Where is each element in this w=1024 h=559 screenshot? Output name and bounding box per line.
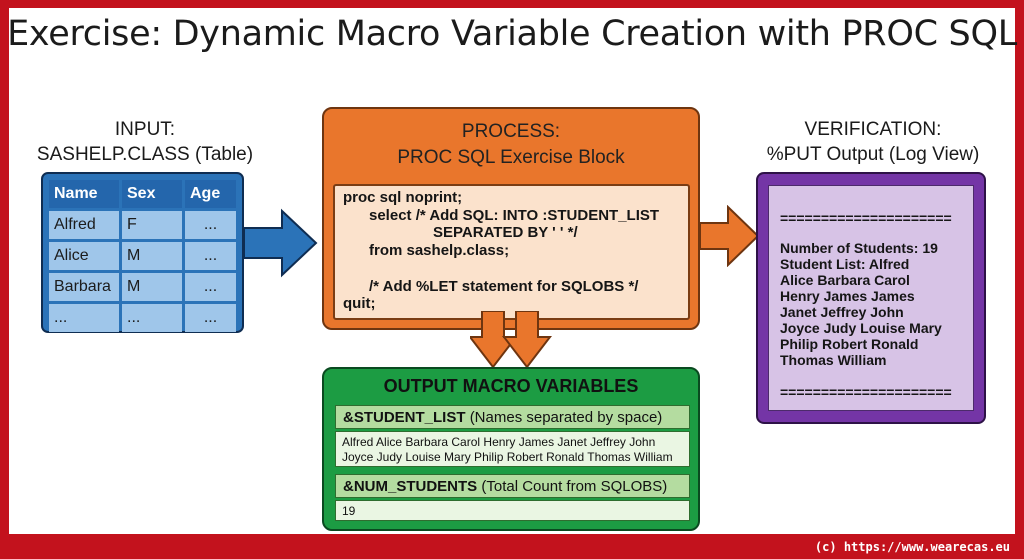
table-cell: Alice	[49, 242, 119, 270]
student-list-variable-value: Alfred Alice Barbara Carol Henry James J…	[335, 431, 690, 467]
code-line: SEPARATED BY ' ' */	[433, 224, 578, 241]
table-cell: ...	[185, 273, 236, 301]
table-cell: Barbara	[49, 273, 119, 301]
code-block: proc sql noprint; select /* Add SQL: INT…	[333, 184, 690, 320]
code-line: proc sql noprint;	[343, 189, 463, 206]
frame-right	[1015, 0, 1024, 559]
log-line: Philip Robert Ronald	[780, 336, 919, 352]
log-line: Alice Barbara Carol	[780, 272, 910, 288]
table-row: ... ... ...	[49, 304, 236, 332]
column-header-name: Name	[49, 180, 119, 208]
log-line: =====================	[780, 384, 952, 400]
log-line: Janet Jeffrey John	[780, 304, 904, 320]
frame-top	[0, 0, 1024, 8]
code-line: quit;	[343, 295, 376, 312]
variable-value-line: Alfred Alice Barbara Carol Henry James J…	[342, 435, 656, 449]
arrow-process-to-verification-icon	[700, 205, 760, 267]
table-cell: F	[122, 211, 182, 239]
table-cell: ...	[185, 211, 236, 239]
table-cell: Alfred	[49, 211, 119, 239]
input-section-title: INPUT: SASHELP.CLASS (Table)	[30, 117, 260, 167]
variable-description: (Total Count from SQLOBS)	[481, 478, 668, 495]
copyright-text: (c) https://www.wearecas.eu	[814, 540, 1010, 554]
log-line: Student List: Alfred	[780, 256, 910, 272]
page-title: Exercise: Dynamic Macro Variable Creatio…	[7, 14, 1017, 54]
log-line: Joyce Judy Louise Mary	[780, 320, 942, 336]
process-block: PROCESS: PROC SQL Exercise Block proc sq…	[322, 107, 700, 330]
table-header-row: Name Sex Age	[49, 180, 236, 208]
arrow-input-to-process-icon	[244, 208, 318, 278]
variable-name: &NUM_STUDENTS	[343, 478, 478, 495]
table-row: Barbara M ...	[49, 273, 236, 301]
process-title-line2: PROC SQL Exercise Block	[397, 147, 625, 168]
variable-description: (Names separated by space)	[469, 409, 663, 426]
table-cell: ...	[122, 304, 182, 332]
variable-name: &STUDENT_LIST	[343, 409, 466, 426]
log-line: Number of Students: 19	[780, 240, 938, 256]
sashelp-class-table: Name Sex Age Alfred F ... Alice M ... Ba…	[46, 177, 239, 335]
column-header-age: Age	[185, 180, 236, 208]
student-list-variable-header: &STUDENT_LIST (Names separated by space)	[335, 405, 690, 429]
variable-value-line: Joyce Judy Louise Mary Philip Robert Ron…	[342, 450, 673, 464]
input-title-line1: INPUT:	[114, 119, 176, 140]
process-title: PROCESS: PROC SQL Exercise Block	[324, 119, 698, 171]
arrow-process-to-output-icon	[470, 311, 552, 369]
input-title-line2: SASHELP.CLASS (Table)	[36, 144, 254, 165]
code-line: /* Add %LET statement for SQLOBS */	[369, 278, 639, 295]
variable-value-line: 19	[342, 504, 356, 518]
verification-title-line1: VERIFICATION:	[804, 119, 942, 140]
code-line: from sashelp.class;	[369, 242, 510, 259]
verification-title-line2: %PUT Output (Log View)	[766, 144, 980, 165]
table-cell: ...	[185, 242, 236, 270]
table-row: Alfred F ...	[49, 211, 236, 239]
output-title: OUTPUT MACRO VARIABLES	[383, 376, 639, 396]
log-line: Henry James James	[780, 288, 915, 304]
output-macro-variables-block: OUTPUT MACRO VARIABLES &STUDENT_LIST (Na…	[322, 367, 700, 531]
table-cell: M	[122, 273, 182, 301]
log-line: Thomas William	[780, 352, 887, 368]
input-table: Name Sex Age Alfred F ... Alice M ... Ba…	[41, 172, 244, 333]
footer-bar: (c) https://www.wearecas.eu	[0, 534, 1024, 559]
log-line: =====================	[780, 210, 952, 226]
frame-left	[0, 0, 9, 559]
num-students-variable-header: &NUM_STUDENTS (Total Count from SQLOBS)	[335, 474, 690, 498]
table-cell: ...	[185, 304, 236, 332]
table-row: Alice M ...	[49, 242, 236, 270]
log-view: ===================== Number of Students…	[768, 185, 974, 411]
table-cell: ...	[49, 304, 119, 332]
table-cell: M	[122, 242, 182, 270]
num-students-variable-value: 19	[335, 500, 690, 521]
code-line: select /* Add SQL: INTO :STUDENT_LIST	[369, 207, 660, 224]
verification-section-title: VERIFICATION: %PUT Output (Log View)	[744, 117, 1002, 167]
verification-block: ===================== Number of Students…	[756, 172, 986, 424]
column-header-sex: Sex	[122, 180, 182, 208]
process-title-line1: PROCESS:	[461, 121, 561, 142]
